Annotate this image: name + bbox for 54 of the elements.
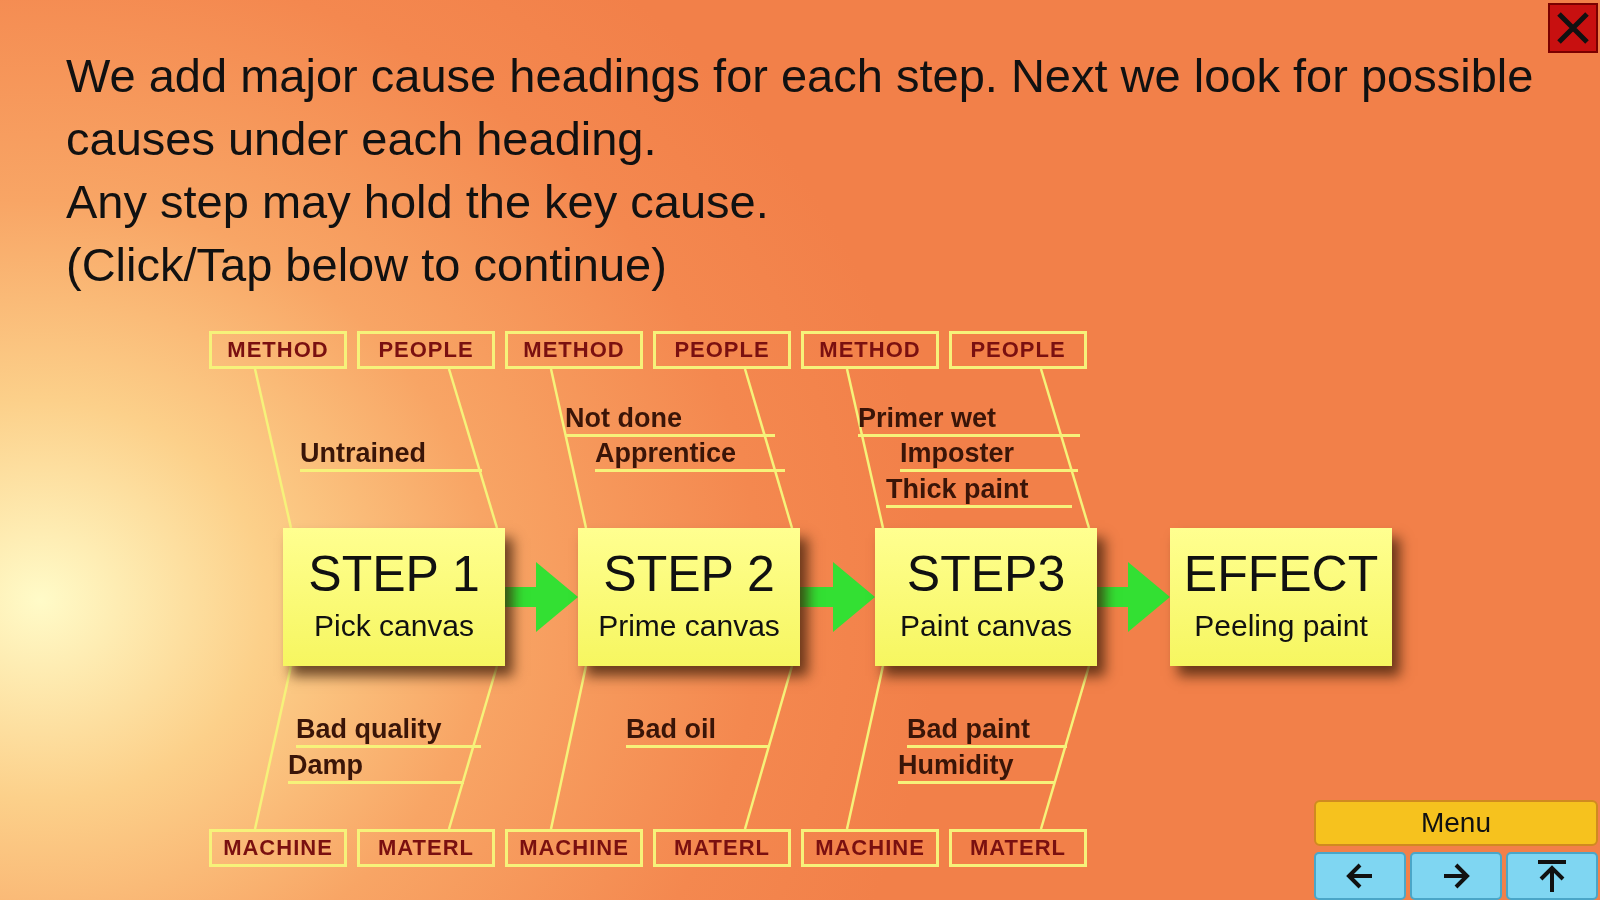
category-box: MACHINE bbox=[801, 829, 939, 867]
connector-line bbox=[447, 368, 499, 529]
category-box: MATERL bbox=[653, 829, 791, 867]
heading-text: We add major cause headings for each step. Next we look for possible causes under each heading. bbox=[66, 48, 1535, 167]
category-box: PEOPLE bbox=[653, 331, 791, 369]
connector-line bbox=[447, 665, 499, 830]
process-box bbox=[283, 528, 505, 666]
arrow bbox=[505, 562, 578, 632]
category-box: MATERL bbox=[949, 829, 1087, 867]
instruction-text: Any step may hold the key cause. bbox=[66, 174, 769, 230]
connector-line bbox=[549, 368, 588, 529]
step-heading: STEP3 bbox=[906, 546, 1066, 602]
instruction-text: (Click/Tap below to continue) bbox=[66, 237, 667, 293]
cause-label: Imposter bbox=[900, 437, 1078, 472]
step-description: Prime canvas bbox=[598, 608, 780, 644]
category-box: MACHINE bbox=[209, 829, 347, 867]
arrow bbox=[800, 562, 875, 632]
connector-line bbox=[845, 665, 885, 830]
cause-label: Bad paint bbox=[907, 713, 1067, 748]
category-box: MATERL bbox=[357, 829, 495, 867]
category-box: PEOPLE bbox=[949, 331, 1087, 369]
cause-label: Bad quality bbox=[296, 713, 481, 748]
category-box: METHOD bbox=[801, 331, 939, 369]
step-heading: EFFECT bbox=[1183, 546, 1379, 602]
connector-line bbox=[1039, 368, 1091, 529]
step-description: Peeling paint bbox=[1194, 608, 1368, 644]
connector-line bbox=[845, 368, 885, 529]
cause-label: Primer wet bbox=[858, 402, 1080, 437]
cause-label: Thick paint bbox=[886, 473, 1072, 508]
menu-button: Menu bbox=[1314, 800, 1598, 846]
cause-label: Damp bbox=[288, 749, 464, 784]
category-box: MACHINE bbox=[505, 829, 643, 867]
step-description: Paint canvas bbox=[900, 608, 1072, 644]
arrow bbox=[1097, 562, 1170, 632]
step-heading: STEP 2 bbox=[603, 546, 775, 602]
process-box bbox=[578, 528, 800, 666]
step-description: Pick canvas bbox=[313, 608, 475, 644]
cause-label: Untrained bbox=[300, 437, 482, 472]
category-box: METHOD bbox=[209, 331, 347, 369]
step-heading: STEP 1 bbox=[308, 546, 480, 602]
connector-line bbox=[743, 368, 794, 529]
process-box bbox=[1170, 528, 1392, 666]
connector-line bbox=[253, 368, 293, 529]
connector-line bbox=[1039, 665, 1091, 830]
connector-line bbox=[743, 665, 794, 830]
connector-line bbox=[253, 665, 293, 830]
category-box: PEOPLE bbox=[357, 331, 495, 369]
category-box: METHOD bbox=[505, 331, 643, 369]
cause-label: Bad oil bbox=[626, 713, 768, 748]
process-box bbox=[875, 528, 1097, 666]
cause-label: Apprentice bbox=[595, 437, 785, 472]
cause-label: Not done bbox=[565, 402, 775, 437]
connector-line bbox=[549, 665, 588, 830]
cause-label: Humidity bbox=[898, 749, 1054, 784]
